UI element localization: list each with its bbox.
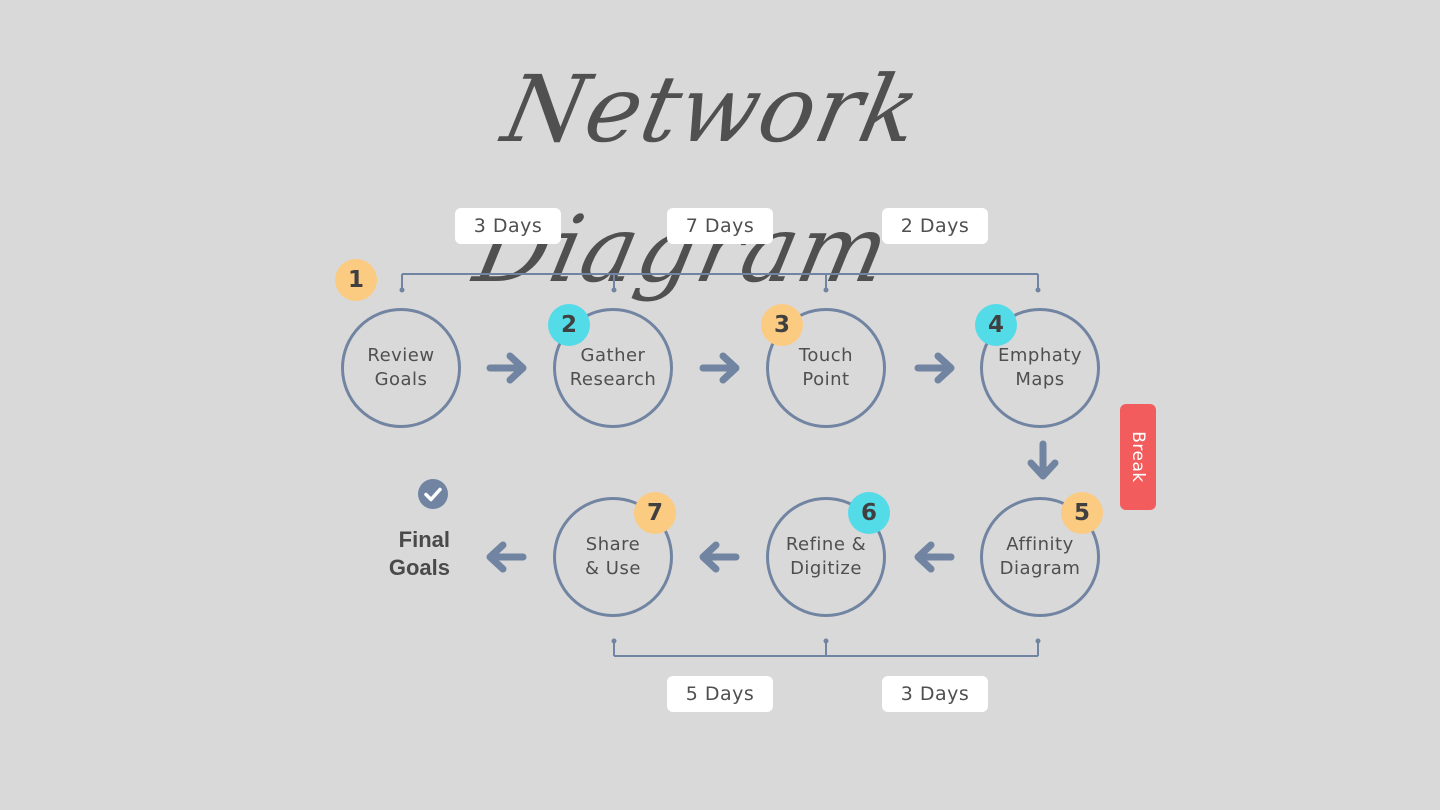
bottom-tick-head-2 [823, 638, 829, 644]
node-affinity-diagram: Affinity Diagram [980, 497, 1100, 617]
arrow-right-2-3 [699, 352, 740, 384]
node-label-7: Share & Use [585, 534, 641, 579]
arrow-left-7-final [486, 541, 527, 573]
node-emphaty-maps: Emphaty Maps [980, 308, 1100, 428]
final-goals-label: Final Goals [388, 527, 450, 580]
node-review-goals: Review Goals [341, 308, 461, 428]
duration-box-top-3: 2 Days [882, 208, 988, 244]
step-badge-2: 2 [548, 304, 590, 346]
check-circle-icon [418, 479, 448, 509]
top-tick-head-1 [399, 287, 405, 293]
step-badge-7: 7 [634, 492, 676, 534]
bottom-tick-head-3 [1035, 638, 1041, 644]
node-touch-point: Touch Point [766, 308, 886, 428]
check-circle-bg [418, 479, 448, 509]
step-badge-4: 4 [975, 304, 1017, 346]
top-tick-head-2 [611, 287, 617, 293]
step-badge-6: 6 [848, 492, 890, 534]
duration-box-bottom-2: 3 Days [882, 676, 988, 712]
node-label-6: Refine & Digitize [785, 534, 867, 579]
node-label-4: Emphaty Maps [998, 345, 1082, 390]
break-label: Break [1128, 431, 1148, 483]
arrow-right-1-2 [486, 352, 527, 384]
top-tick-heads [399, 287, 1041, 293]
top-tick-head-4 [1035, 287, 1041, 293]
bottom-tick-heads [611, 638, 1041, 644]
node-gather-research: Gather Research [553, 308, 673, 428]
node-label-3: Touch Point [798, 345, 854, 390]
bottom-bracket [613, 642, 1039, 657]
top-bracket [401, 273, 1039, 288]
duration-box-bottom-1: 5 Days [667, 676, 773, 712]
arrow-down-4-5 [1027, 440, 1059, 480]
duration-box-top-1: 3 Days [455, 208, 561, 244]
step-badge-3: 3 [761, 304, 803, 346]
node-label-1: Review Goals [367, 345, 435, 390]
node-label-2: Gather Research [569, 345, 657, 390]
step-badge-5: 5 [1061, 492, 1103, 534]
break-tab: Break [1120, 404, 1156, 510]
node-refine-digitize: Refine & Digitize [766, 497, 886, 617]
top-tick-head-3 [823, 287, 829, 293]
check-mark [424, 487, 442, 502]
arrow-right-3-4 [914, 352, 955, 384]
duration-box-top-2: 7 Days [667, 208, 773, 244]
arrow-left-6-7 [699, 541, 740, 573]
node-share-use: Share & Use [553, 497, 673, 617]
step-badge-1: 1 [335, 259, 377, 301]
arrow-left-5-6 [914, 541, 955, 573]
bottom-tick-head-1 [611, 638, 617, 644]
node-label-5: Affinity Diagram [999, 534, 1081, 579]
